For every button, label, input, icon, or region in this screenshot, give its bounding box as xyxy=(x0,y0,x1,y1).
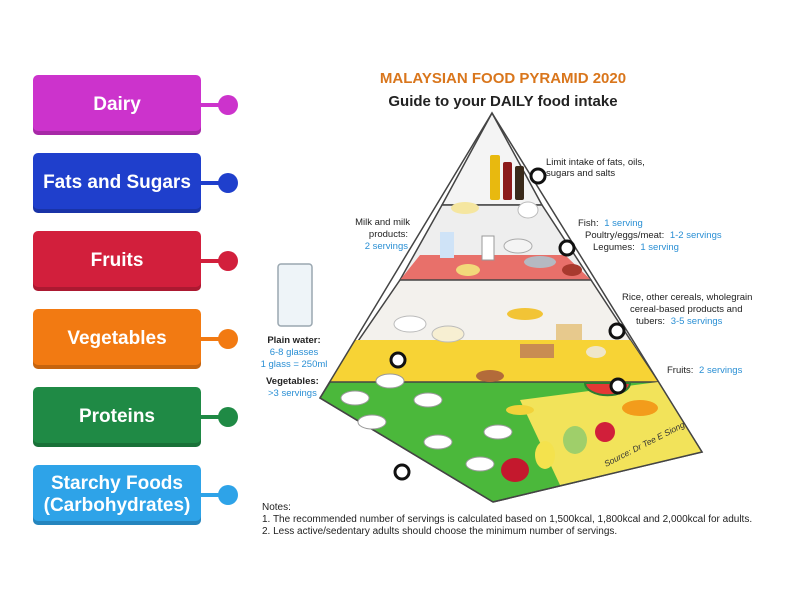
noodle-bowl-icon xyxy=(431,325,465,343)
veg-bowl-7-icon xyxy=(483,424,513,440)
drop-target-cereals[interactable] xyxy=(608,322,626,340)
tier-cereals-floor xyxy=(330,340,658,382)
tier-protein-floor xyxy=(400,255,591,280)
corn-icon xyxy=(507,308,543,320)
connector-fruits xyxy=(201,259,229,263)
notes-item-2: 2. Less active/sedentary adults should c… xyxy=(262,526,617,537)
grapes-icon xyxy=(501,458,529,482)
svg-text:Fruits: 2 servings: Fruits: 2 servings xyxy=(667,365,743,376)
veg-bowl-1-icon xyxy=(375,373,405,389)
label-fats-and-sugars[interactable]: Fats and Sugars xyxy=(33,153,201,213)
guava-icon xyxy=(563,426,587,454)
veg-bowl-3-icon xyxy=(413,392,443,408)
fats-label-line1: Limit intake of fats, oils, xyxy=(546,157,645,168)
drag-handle-vegetables[interactable] xyxy=(218,329,238,349)
rice-bowl-icon xyxy=(393,315,427,333)
fruits-servings: 2 servings xyxy=(699,365,743,376)
cereals-label-line3: tubers: xyxy=(636,316,665,327)
label-dairy[interactable]: Dairy xyxy=(33,75,201,135)
vegetables-servings: >3 servings xyxy=(268,388,317,399)
connector-vegetables xyxy=(201,337,229,341)
drag-handle-proteins[interactable] xyxy=(218,407,238,427)
notes-heading: Notes: xyxy=(262,502,291,513)
cereals-label-line2: cereal-based products and xyxy=(630,304,743,315)
fish-label: Fish: xyxy=(578,218,599,229)
milk-glass-icon xyxy=(481,235,495,261)
legumes-label: Legumes: xyxy=(593,242,635,253)
oats-icon xyxy=(586,346,606,358)
drag-handle-fats[interactable] xyxy=(218,173,238,193)
poster-title: MALAYSIAN FOOD PYRAMID 2020 xyxy=(380,70,626,87)
drag-handle-dairy[interactable] xyxy=(218,95,238,115)
fruits-label: Fruits: xyxy=(667,365,693,376)
svg-text:Legumes: 1 serving: Legumes: 1 serving xyxy=(593,242,679,253)
rambutan-icon xyxy=(595,422,615,442)
poster-subtitle: Guide to your DAILY food intake xyxy=(388,93,617,110)
label-fruits[interactable]: Fruits xyxy=(33,231,201,291)
bread-icon xyxy=(520,344,554,358)
water-glass-icon xyxy=(277,263,313,327)
drop-target-vegetables[interactable] xyxy=(389,351,407,369)
water-glass-size: 1 glass = 250ml xyxy=(261,359,328,370)
drop-target-protein[interactable] xyxy=(558,239,576,257)
cereals-label-line1: Rice, other cereals, wholegrain xyxy=(622,292,752,303)
svg-text:Poultry/eggs/meat: 1-2 ser: Poultry/eggs/meat: 1-2 servings xyxy=(585,230,722,241)
connector-dairy xyxy=(201,103,229,107)
drag-handle-starchy[interactable] xyxy=(218,485,238,505)
sauce-bottle-icon xyxy=(503,162,512,200)
banana-icon xyxy=(506,405,534,415)
cracker-icon xyxy=(556,324,582,340)
sugar-bowl-icon xyxy=(517,201,539,219)
milk-label-line1: Milk and milk xyxy=(355,217,410,228)
drop-target-fats[interactable] xyxy=(529,167,547,185)
pyramid-edge-left xyxy=(318,112,494,503)
soy-bottle-icon xyxy=(515,166,524,200)
fish-icon xyxy=(524,256,556,268)
veg-bowl-4-icon xyxy=(357,414,387,430)
milk-carton-icon xyxy=(440,232,454,258)
pyramid-edge-right xyxy=(491,112,704,503)
poultry-label: Poultry/eggs/meat: xyxy=(585,230,664,241)
poultry-servings: 1-2 servings xyxy=(670,230,722,241)
water-label: Plain water: xyxy=(267,335,320,346)
veg-bowl-6-icon xyxy=(465,456,495,472)
fish-servings: 1 serving xyxy=(604,218,643,229)
svg-text:Fish: 1 serving: Fish: 1 serving xyxy=(578,218,643,229)
drop-target-fruits[interactable] xyxy=(609,377,627,395)
legumes-servings: 1 serving xyxy=(640,242,679,253)
fats-label-line2: sugars and salts xyxy=(546,168,615,179)
cereals-servings: 3-5 servings xyxy=(671,316,723,327)
milk-servings: 2 servings xyxy=(365,241,409,252)
label-proteins[interactable]: Proteins xyxy=(33,387,201,447)
butter-icon xyxy=(451,202,479,214)
connector-proteins xyxy=(201,415,229,419)
label-vegetables[interactable]: Vegetables xyxy=(33,309,201,369)
water-glasses: 6-8 glasses xyxy=(270,347,319,358)
veg-bowl-5-icon xyxy=(423,434,453,450)
papaya-icon xyxy=(622,400,658,416)
drag-handle-fruits[interactable] xyxy=(218,251,238,271)
vegetables-label: Vegetables: xyxy=(266,376,319,387)
connector-fats xyxy=(201,181,229,185)
label-starchy-foods[interactable]: Starchy Foods (Carbohydrates) xyxy=(33,465,201,525)
starfruit-icon xyxy=(535,441,555,469)
drop-target-dairy[interactable] xyxy=(393,463,411,481)
veg-bowl-2-icon xyxy=(340,390,370,406)
connector-starchy xyxy=(201,493,229,497)
cheese-icon xyxy=(456,264,480,276)
legumes-bowl-icon xyxy=(503,238,533,254)
potato-icon xyxy=(476,370,504,382)
meat-icon xyxy=(562,264,582,276)
svg-text:tubers: 3-5 servings: tubers: 3-5 servings xyxy=(636,316,723,327)
oil-bottle-icon xyxy=(490,155,500,200)
notes-item-1: 1. The recommended number of servings is… xyxy=(262,514,752,525)
milk-label-line2: products: xyxy=(369,229,408,240)
